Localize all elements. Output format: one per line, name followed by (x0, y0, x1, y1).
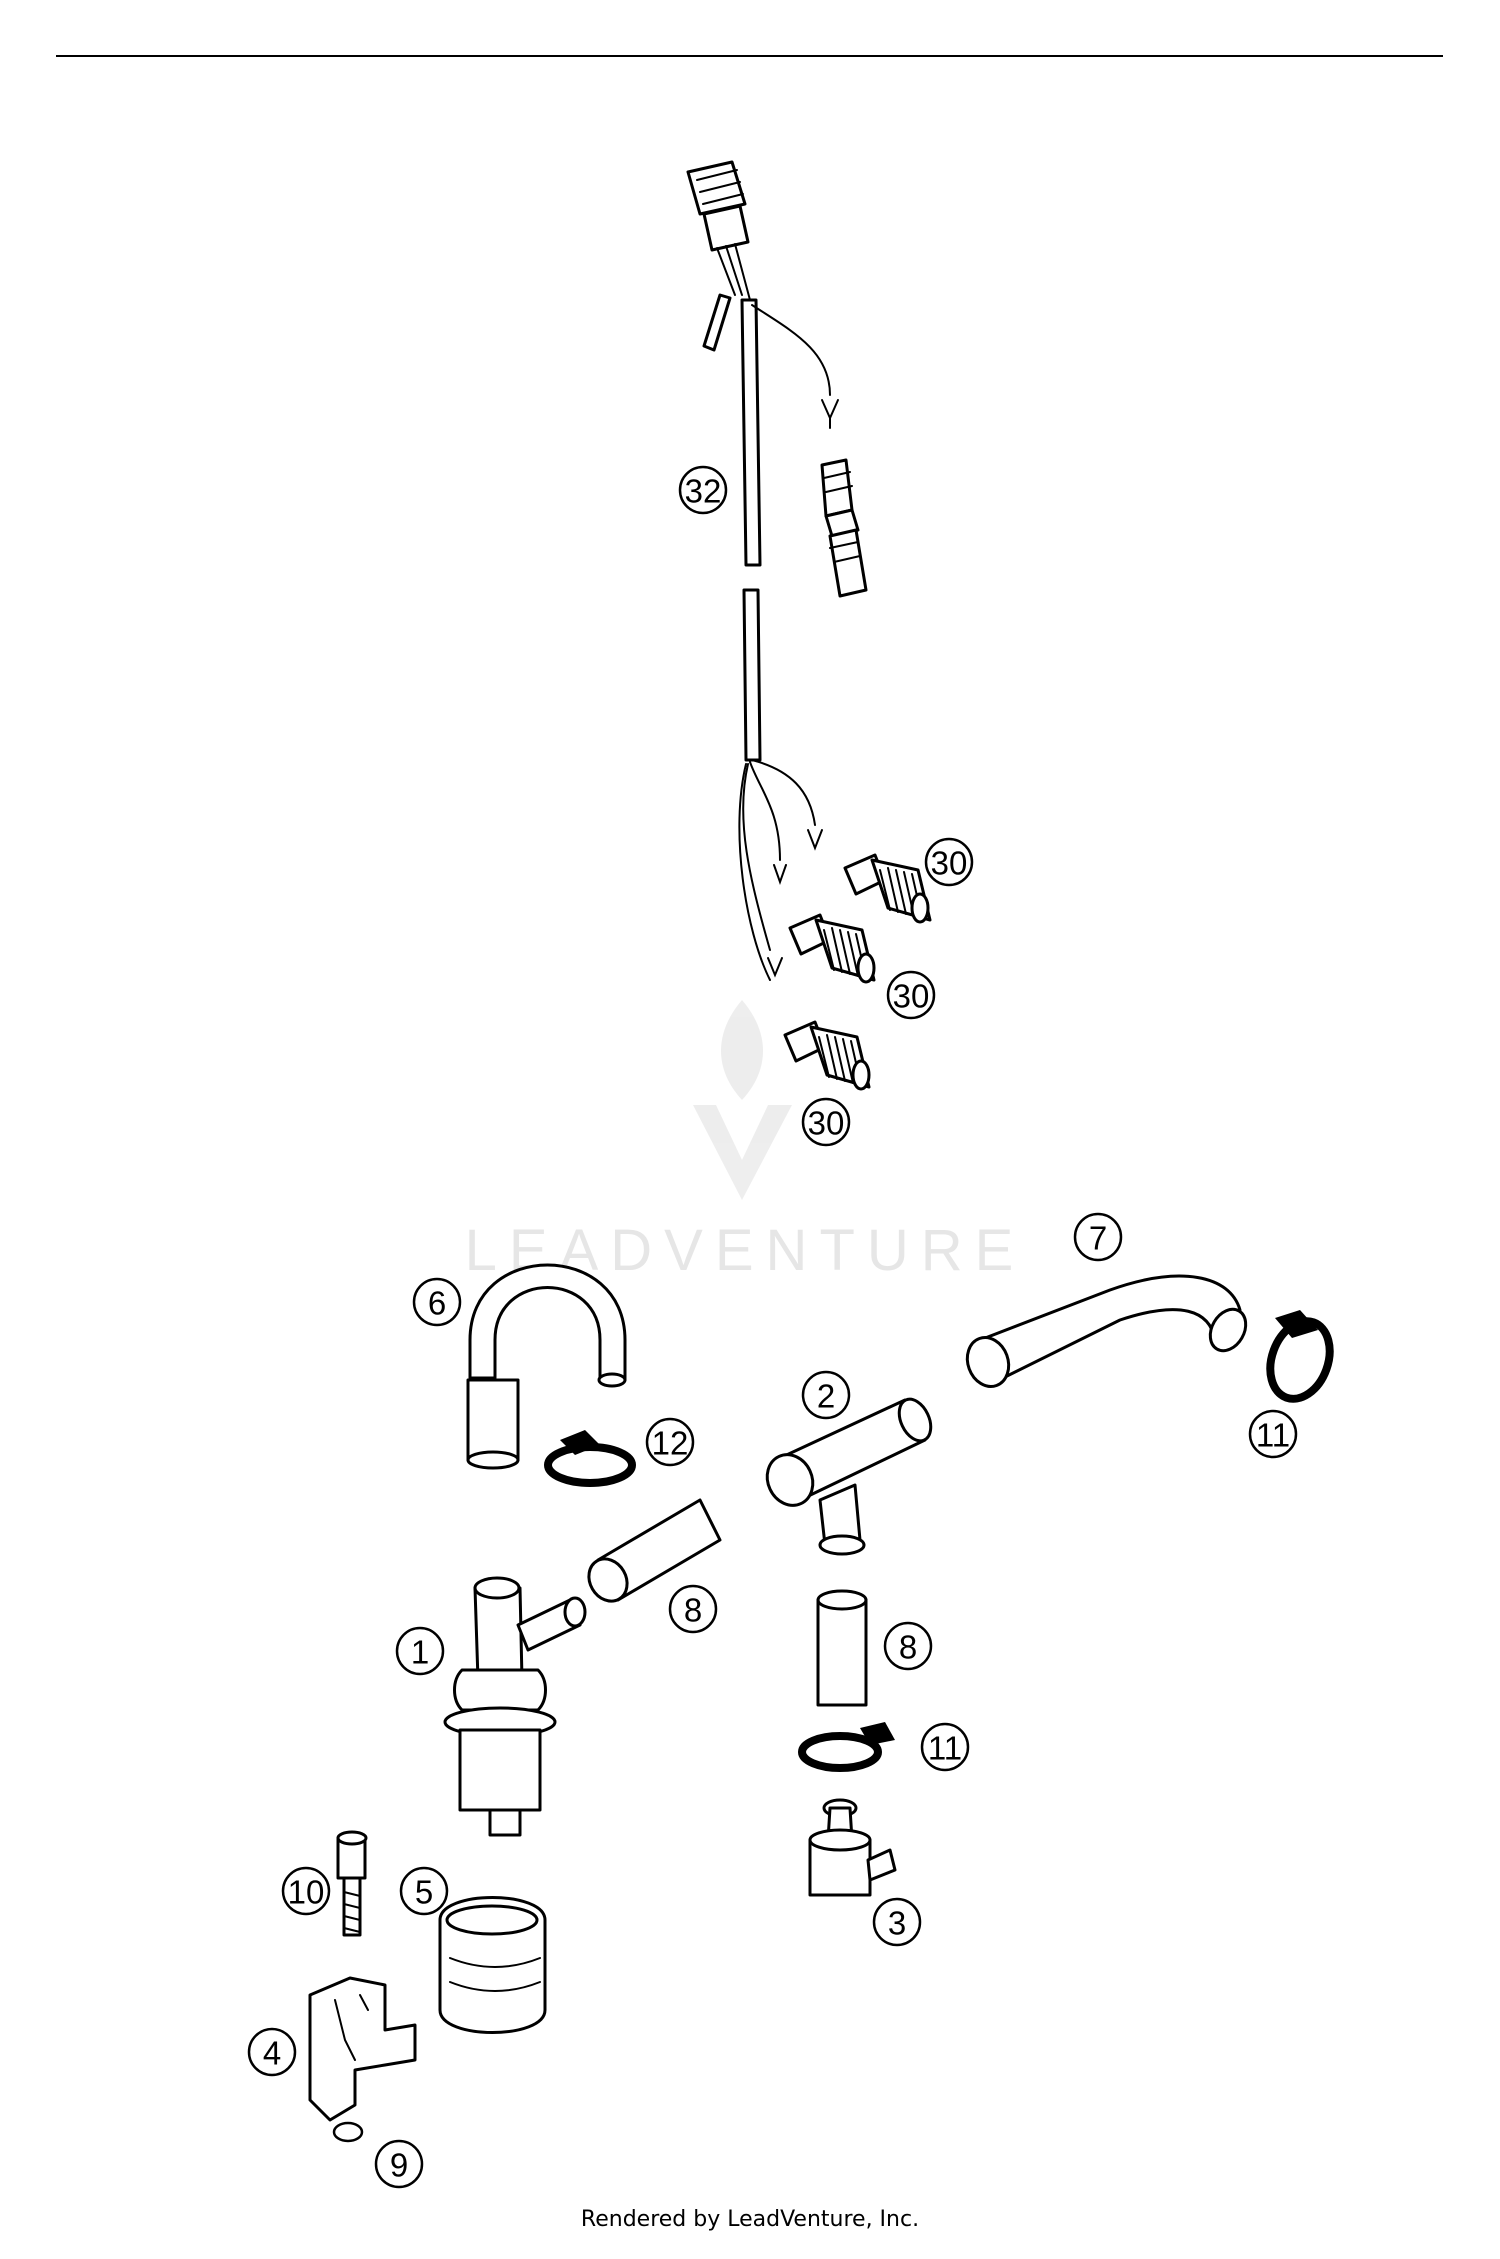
part-12-hose-clamp[interactable] (544, 1430, 636, 1487)
part-6-u-hose[interactable] (466, 1263, 627, 1470)
callout-9: 9 (374, 2139, 424, 2189)
callout-1: 1 (395, 1626, 445, 1676)
callout-8-upper: 8 (668, 1584, 718, 1634)
watermark-logo (693, 1000, 792, 1200)
callout-8-lower-label: 8 (899, 1629, 917, 1666)
callout-2: 2 (801, 1370, 851, 1420)
part-30-sensor-a[interactable] (843, 853, 932, 924)
callout-4-label: 4 (263, 2035, 281, 2072)
part-1-valve[interactable] (443, 1576, 587, 1837)
part-3-elbow-fitting[interactable] (808, 1798, 897, 1897)
callout-12: 12 (645, 1417, 695, 1467)
callout-30-c-label: 30 (808, 1105, 845, 1142)
callout-12-label: 12 (652, 1425, 689, 1462)
callout-5-label: 5 (415, 1874, 433, 1911)
callout-30-a-label: 30 (931, 845, 968, 882)
part-10-bolt[interactable] (336, 1830, 368, 1937)
callout-3-label: 3 (888, 1905, 906, 1942)
part-11-hose-clamp-right[interactable] (1260, 1310, 1340, 1407)
callout-7: 7 (1073, 1212, 1123, 1262)
footer-credit: Rendered by LeadVenture, Inc. (580, 2207, 920, 2232)
part-5-holder[interactable] (438, 1896, 547, 2034)
callout-11-lower: 11 (920, 1722, 970, 1772)
callout-1-label: 1 (411, 1634, 429, 1671)
callout-3: 3 (872, 1897, 922, 1947)
callout-32: 32 (678, 465, 728, 515)
callout-11-lower-label: 11 (928, 1730, 962, 1767)
callout-11-right-label: 11 (1256, 1417, 1290, 1454)
callout-7-label: 7 (1089, 1220, 1107, 1257)
callout-6-label: 6 (428, 1285, 446, 1322)
callout-32-label: 32 (685, 473, 722, 510)
callout-10: 10 (281, 1866, 331, 1916)
callout-5: 5 (399, 1866, 449, 1916)
callout-9-label: 9 (390, 2147, 408, 2184)
part-7-bent-hose[interactable] (961, 1274, 1253, 1392)
part-2-t-fitting[interactable] (759, 1394, 937, 1556)
part-32-wiring-harness[interactable] (686, 160, 932, 1091)
callout-2-label: 2 (817, 1378, 835, 1415)
part-9-washer[interactable] (332, 2121, 364, 2143)
callout-4: 4 (247, 2027, 297, 2077)
callout-11-right: 11 (1248, 1409, 1298, 1459)
callout-30-b-label: 30 (893, 978, 930, 1015)
part-11-hose-clamp-lower[interactable] (798, 1722, 895, 1772)
callout-6: 6 (412, 1277, 462, 1327)
callout-10-label: 10 (288, 1874, 325, 1911)
callout-30-b: 30 (886, 970, 936, 1020)
callout-30-c: 30 (801, 1097, 851, 1147)
part-8-hose-lower[interactable] (816, 1589, 868, 1707)
part-4-bracket[interactable] (308, 1976, 417, 2122)
part-8-hose-upper[interactable] (581, 1498, 722, 1608)
callout-30-a: 30 (924, 837, 974, 887)
callout-8-upper-label: 8 (684, 1592, 702, 1629)
part-30-sensor-b[interactable] (788, 913, 876, 984)
part-30-sensor-c[interactable] (783, 1020, 871, 1091)
callout-8-lower: 8 (883, 1621, 933, 1671)
